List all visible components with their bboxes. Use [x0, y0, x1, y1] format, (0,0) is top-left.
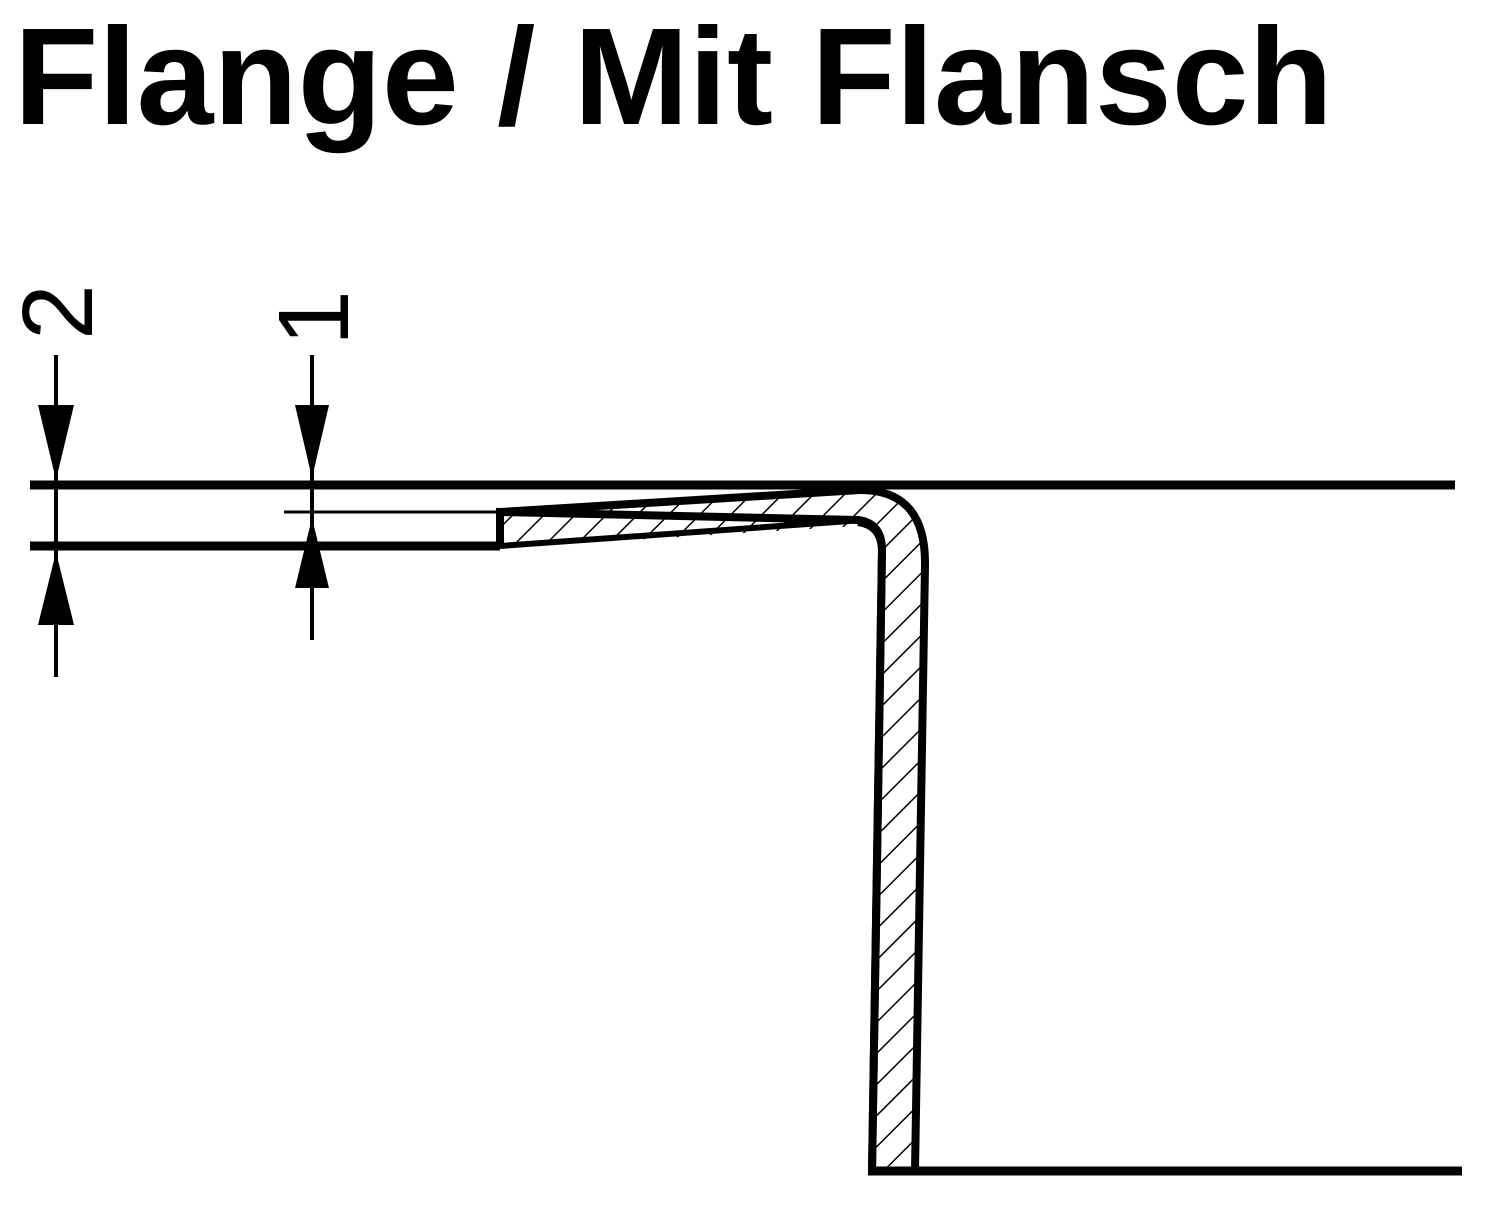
sink-wall-inner-outline: [857, 518, 887, 1172]
dimension-2-arrow-down: [38, 405, 74, 480]
dimension-2-label: 2: [2, 284, 114, 340]
dimension-2-arrow-up: [38, 552, 74, 625]
sink-wall-outer-outline: [859, 486, 930, 1172]
dimension-1-label: 1: [258, 290, 370, 346]
dimension-1-arrow-down: [295, 405, 329, 478]
flange-section-hatched: [500, 490, 925, 1171]
dimension-1-arrow-up: [295, 518, 329, 588]
flange-bottom-outline: [499, 518, 851, 549]
cutout-edge-outline: [496, 507, 887, 1172]
page-title: Flange / Mit Flansch: [14, 0, 1333, 154]
flange-top-outline: [499, 486, 861, 516]
